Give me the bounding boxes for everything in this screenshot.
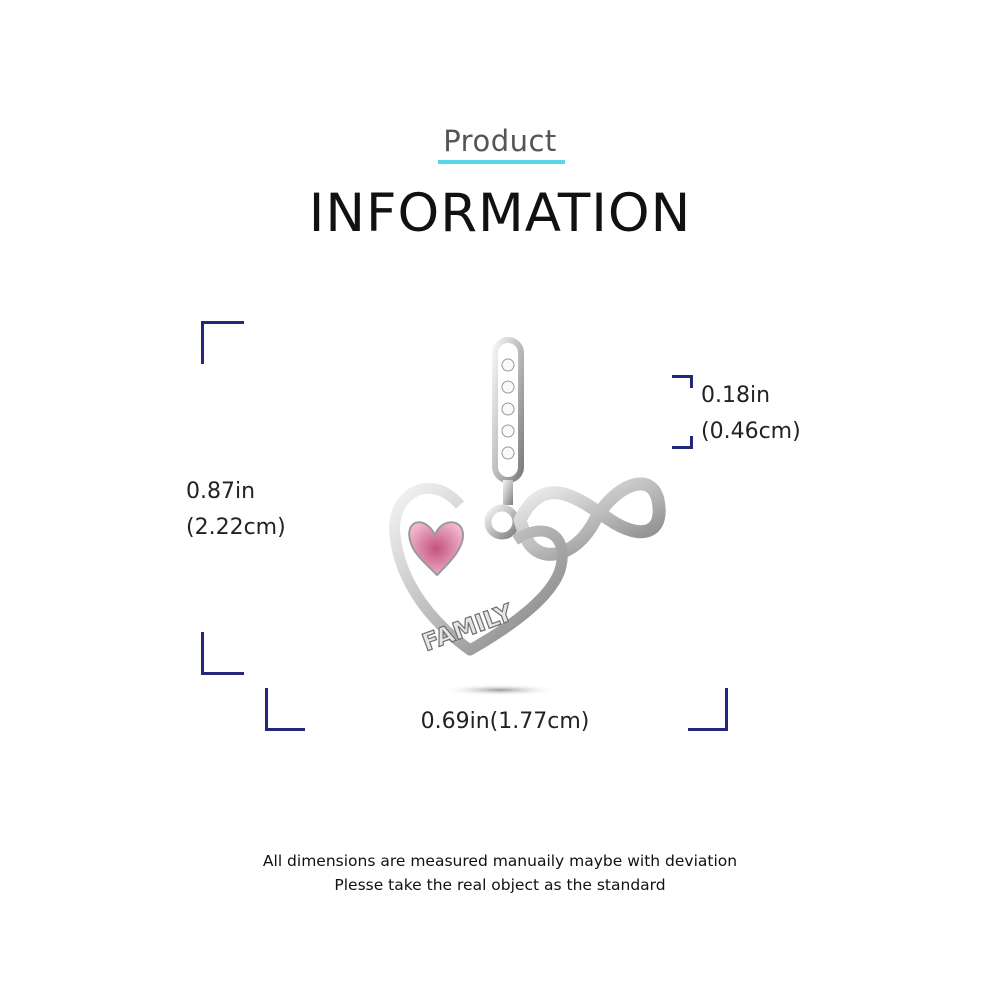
disclaimer-line-2: Plesse take the real object as the stand… — [334, 876, 666, 894]
width-bracket-right — [688, 688, 728, 731]
product-charm-image: FAMILY — [389, 337, 666, 696]
disclaimer-line-1: All dimensions are measured manuaily may… — [262, 852, 738, 870]
bail-bracket-top — [672, 375, 693, 388]
pink-heart-stone-icon — [408, 521, 465, 577]
width-dimension: 0.69in(1.77cm) — [420, 709, 590, 734]
bail-inches: 0.18in — [701, 383, 771, 408]
bail-bracket-bottom — [672, 436, 693, 449]
height-dimension: 0.87in (2.22cm) — [186, 474, 286, 546]
height-bracket-bottom — [201, 632, 244, 675]
subtitle-underline — [438, 160, 565, 164]
charm-shadow — [440, 684, 560, 696]
width-bracket-left — [265, 688, 305, 731]
infinity-icon — [513, 477, 666, 561]
bail-icon — [484, 337, 524, 540]
height-cm: (2.22cm) — [186, 515, 286, 540]
height-bracket-top — [201, 321, 244, 364]
subtitle: Product — [443, 124, 557, 158]
bail-dimension: 0.18in (0.46cm) — [701, 378, 801, 450]
heart-frame-icon — [389, 482, 568, 656]
bail-cm: (0.46cm) — [701, 419, 801, 444]
height-inches: 0.87in — [186, 479, 256, 504]
page-title: INFORMATION — [308, 183, 692, 244]
